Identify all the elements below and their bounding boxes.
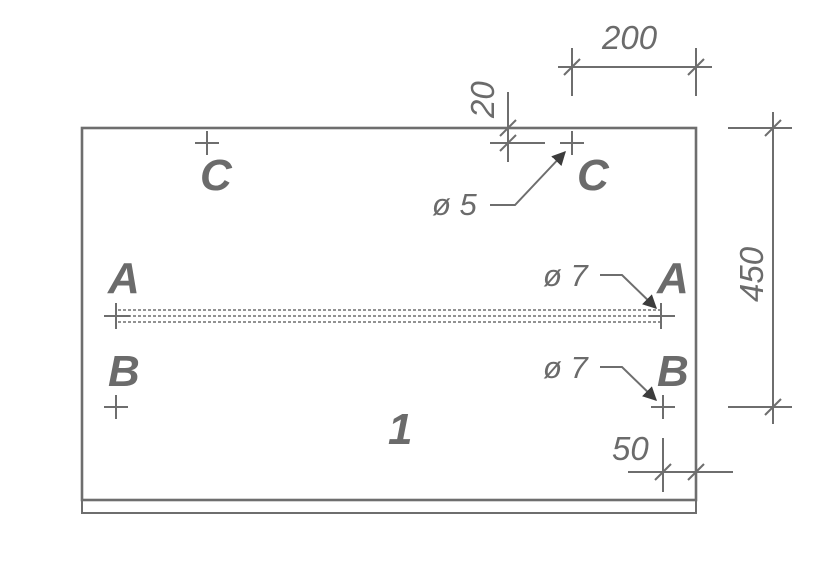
hole-label-b-left: B <box>108 347 140 396</box>
dimension-20-label: 20 <box>464 81 501 119</box>
callout-a-hole: ø 7 <box>543 258 658 309</box>
hole-label-c-right: C <box>577 151 610 200</box>
hole-label-a-right: A <box>656 254 689 303</box>
hole-marker-a-left <box>104 303 130 329</box>
panel-edge-strip <box>81 499 697 514</box>
dimension-50: 50 <box>612 430 733 492</box>
callout-b-hole: ø 7 <box>543 350 658 401</box>
dimension-200-label: 200 <box>601 19 658 56</box>
hole-label-a-left: A <box>107 254 140 303</box>
hole-marker-a-right <box>649 303 675 329</box>
panel <box>80 126 698 514</box>
panel-number: 1 <box>388 405 412 454</box>
callout-a-hole-label: ø 7 <box>543 258 590 293</box>
dimension-450: 450 <box>728 112 792 424</box>
hole-marker-c-left <box>195 131 219 155</box>
hole-label-b-right: B <box>657 347 689 396</box>
a-holes-connection <box>118 309 660 323</box>
hole-marker-b-left <box>104 395 128 419</box>
dimension-200: 200 <box>558 19 712 96</box>
callout-c-hole: ø 5 <box>432 150 566 222</box>
hole-marker-b-right <box>651 395 675 419</box>
hole-marker-c-right <box>560 131 584 155</box>
dimension-50-label: 50 <box>612 430 649 467</box>
callout-c-hole-label: ø 5 <box>432 187 478 222</box>
dimension-20: 20 <box>464 81 545 162</box>
callout-b-hole-label: ø 7 <box>543 350 590 385</box>
hole-label-c-left: C <box>200 151 233 200</box>
dimension-450-label: 450 <box>733 246 770 302</box>
